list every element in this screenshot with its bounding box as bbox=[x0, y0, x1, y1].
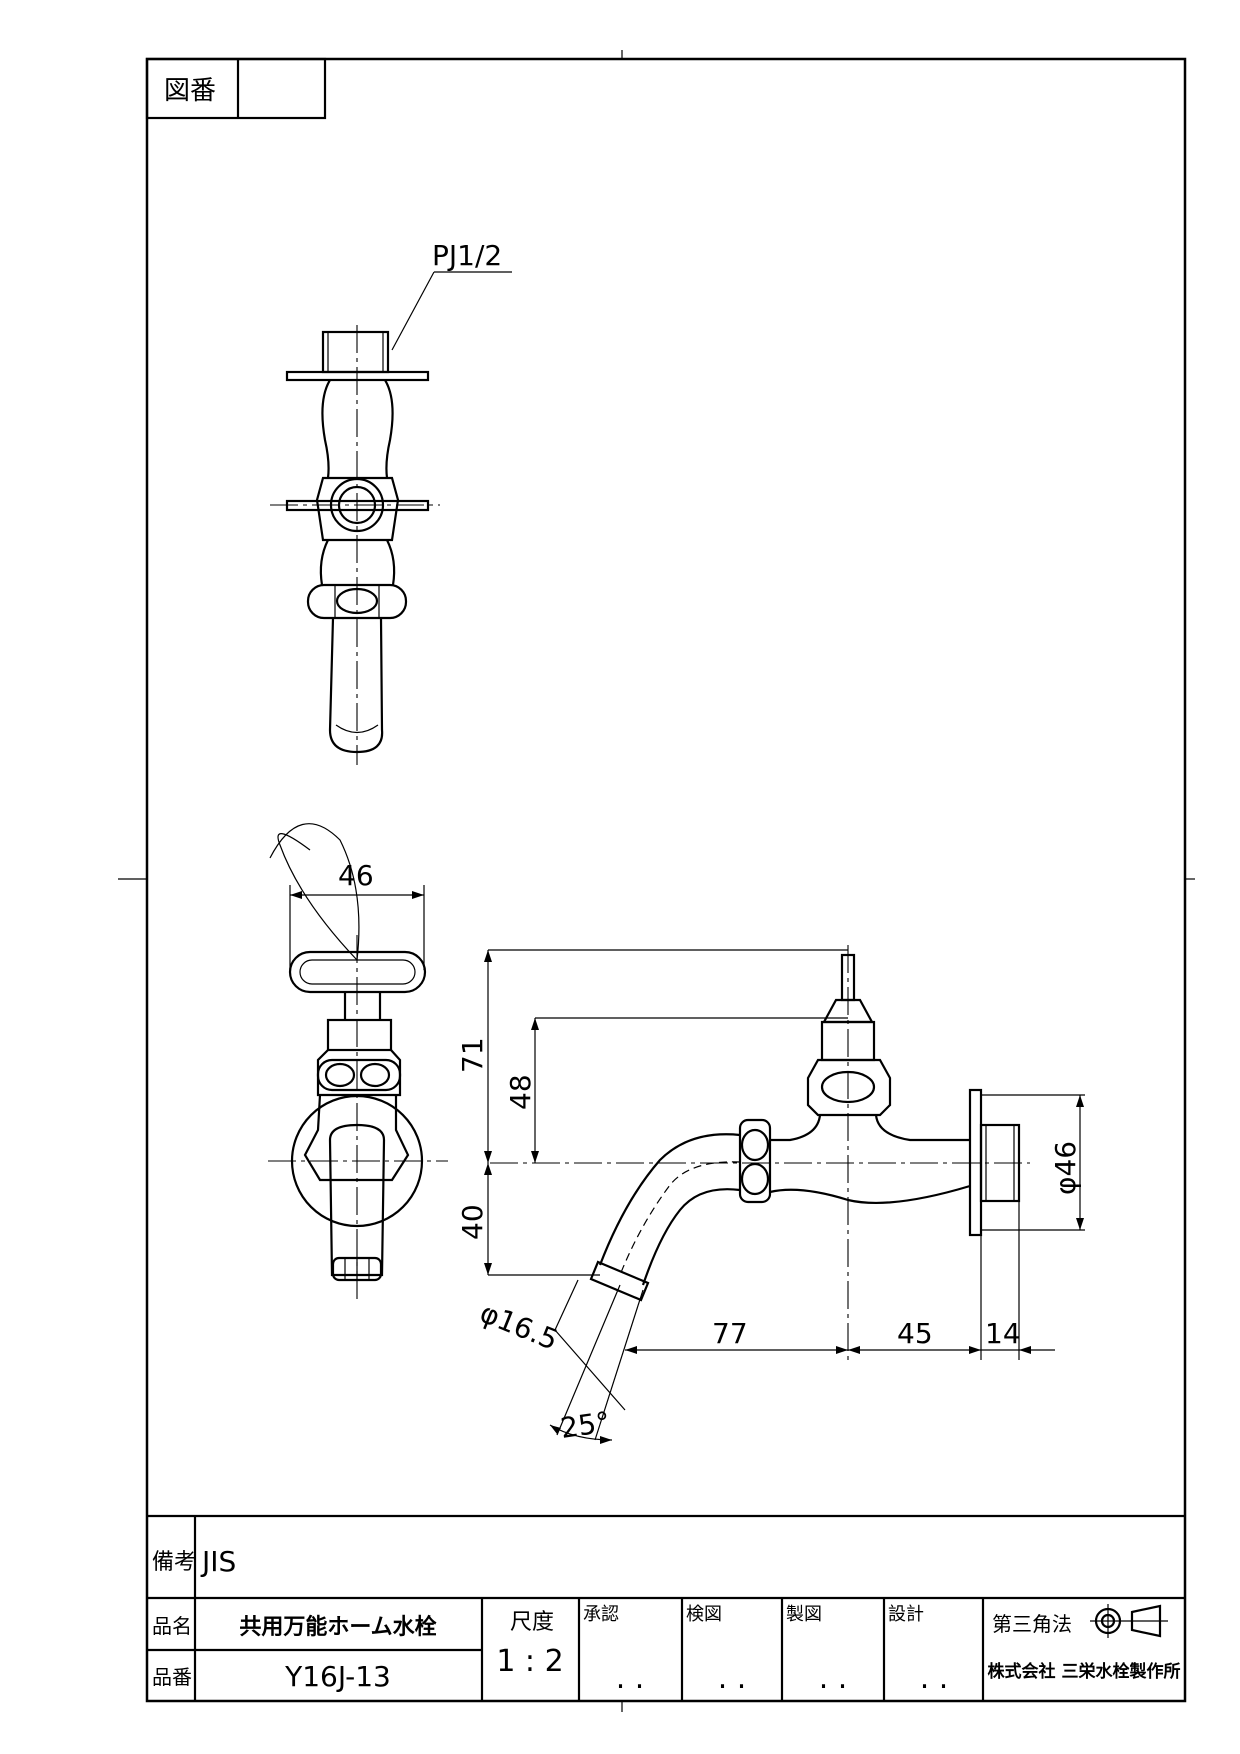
remarks-value: JIS bbox=[200, 1545, 236, 1578]
projection-label: 第三角法 bbox=[992, 1612, 1072, 1636]
drawing-frame bbox=[145, 57, 1187, 1703]
drafted-stamp: . . bbox=[819, 1661, 848, 1696]
title-block bbox=[147, 1514, 1185, 1701]
height-top-dimension: 71 bbox=[456, 1037, 489, 1073]
designed-stamp: . . bbox=[920, 1661, 949, 1696]
top-view bbox=[270, 271, 512, 765]
height-body-dimension: 48 bbox=[504, 1074, 537, 1110]
approved-stamp: . . bbox=[616, 1661, 645, 1696]
part-number-label: 品番 bbox=[152, 1665, 192, 1689]
length-45-dimension: 45 bbox=[897, 1317, 933, 1350]
thread-dimension: PJ1/2 bbox=[432, 239, 502, 272]
scale-label: 尺度 bbox=[510, 1610, 554, 1635]
approved-label: 承認 bbox=[583, 1604, 619, 1625]
checked-stamp: . . bbox=[718, 1661, 747, 1696]
side-view bbox=[484, 945, 1085, 1444]
handle-width-dimension: 46 bbox=[338, 859, 374, 892]
angle-dimension: 25° bbox=[558, 1405, 612, 1445]
part-number: Y16J-13 bbox=[284, 1660, 391, 1693]
front-view bbox=[268, 823, 448, 1300]
drafted-label: 製図 bbox=[786, 1604, 822, 1625]
company-name: 株式会社 三栄水栓製作所 bbox=[988, 1661, 1181, 1682]
length-14-dimension: 14 bbox=[985, 1317, 1021, 1350]
checked-label: 検図 bbox=[686, 1604, 722, 1625]
remarks-label: 備考 bbox=[152, 1550, 196, 1575]
drawing-number-box bbox=[145, 57, 327, 120]
product-name: 共用万能ホーム水栓 bbox=[239, 1614, 436, 1640]
spout-diameter-dimension: φ16.5 bbox=[475, 1296, 562, 1357]
product-name-label: 品名 bbox=[152, 1614, 192, 1638]
flange-diameter-dimension: φ46 bbox=[1049, 1141, 1082, 1195]
length-77-dimension: 77 bbox=[712, 1317, 748, 1350]
scale-value: 1 : 2 bbox=[496, 1644, 563, 1679]
height-spout-dimension: 40 bbox=[456, 1204, 489, 1240]
designed-label: 設計 bbox=[888, 1604, 924, 1625]
drawing-number-label: 図番 bbox=[164, 76, 216, 106]
